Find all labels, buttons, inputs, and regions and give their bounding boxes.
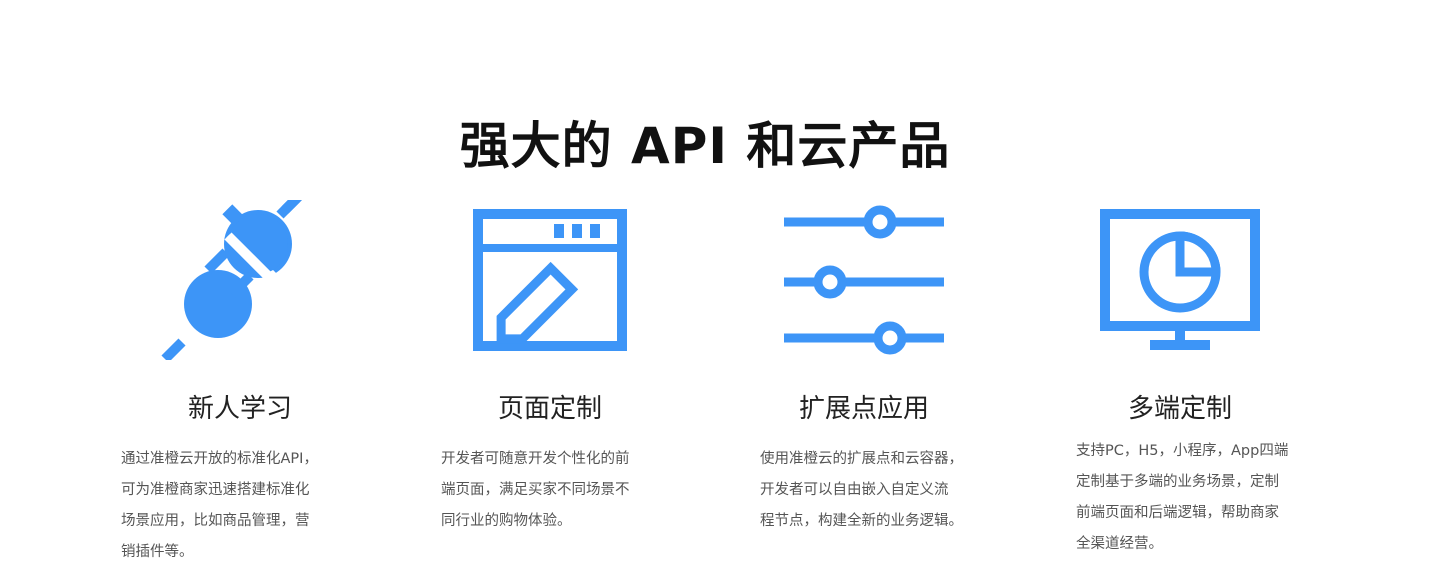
feature-title: 新人学习	[187, 394, 292, 424]
feature-description: 开发者可随意开发个性化的前 端页面，满足买家不同场景不 同行业的购物体验。	[441, 451, 630, 529]
feature-title: 扩展点应用	[798, 394, 929, 424]
window-edit-icon	[390, 200, 710, 360]
feature-description: 通过准橙云开放的标准化API， 可为准橙商家迅速搭建标准化 场景应用，比如商品管…	[121, 451, 318, 560]
plug-icon	[80, 200, 400, 360]
section-title: 强大的 API 和云产品	[459, 116, 951, 175]
feature-description: 支持PC，H5，小程序，App四端 定制基于多端的业务场景，定制 前端页面和后端…	[1076, 443, 1289, 552]
monitor-chart-icon	[1020, 200, 1340, 360]
feature-title: 页面定制	[497, 394, 602, 424]
feature-description: 使用准橙云的扩展点和云容器， 开发者可以自由嵌入自定义流 程节点，构建全新的业务…	[760, 451, 963, 529]
sliders-icon	[704, 200, 1024, 360]
feature-title: 多端定制	[1127, 394, 1232, 424]
